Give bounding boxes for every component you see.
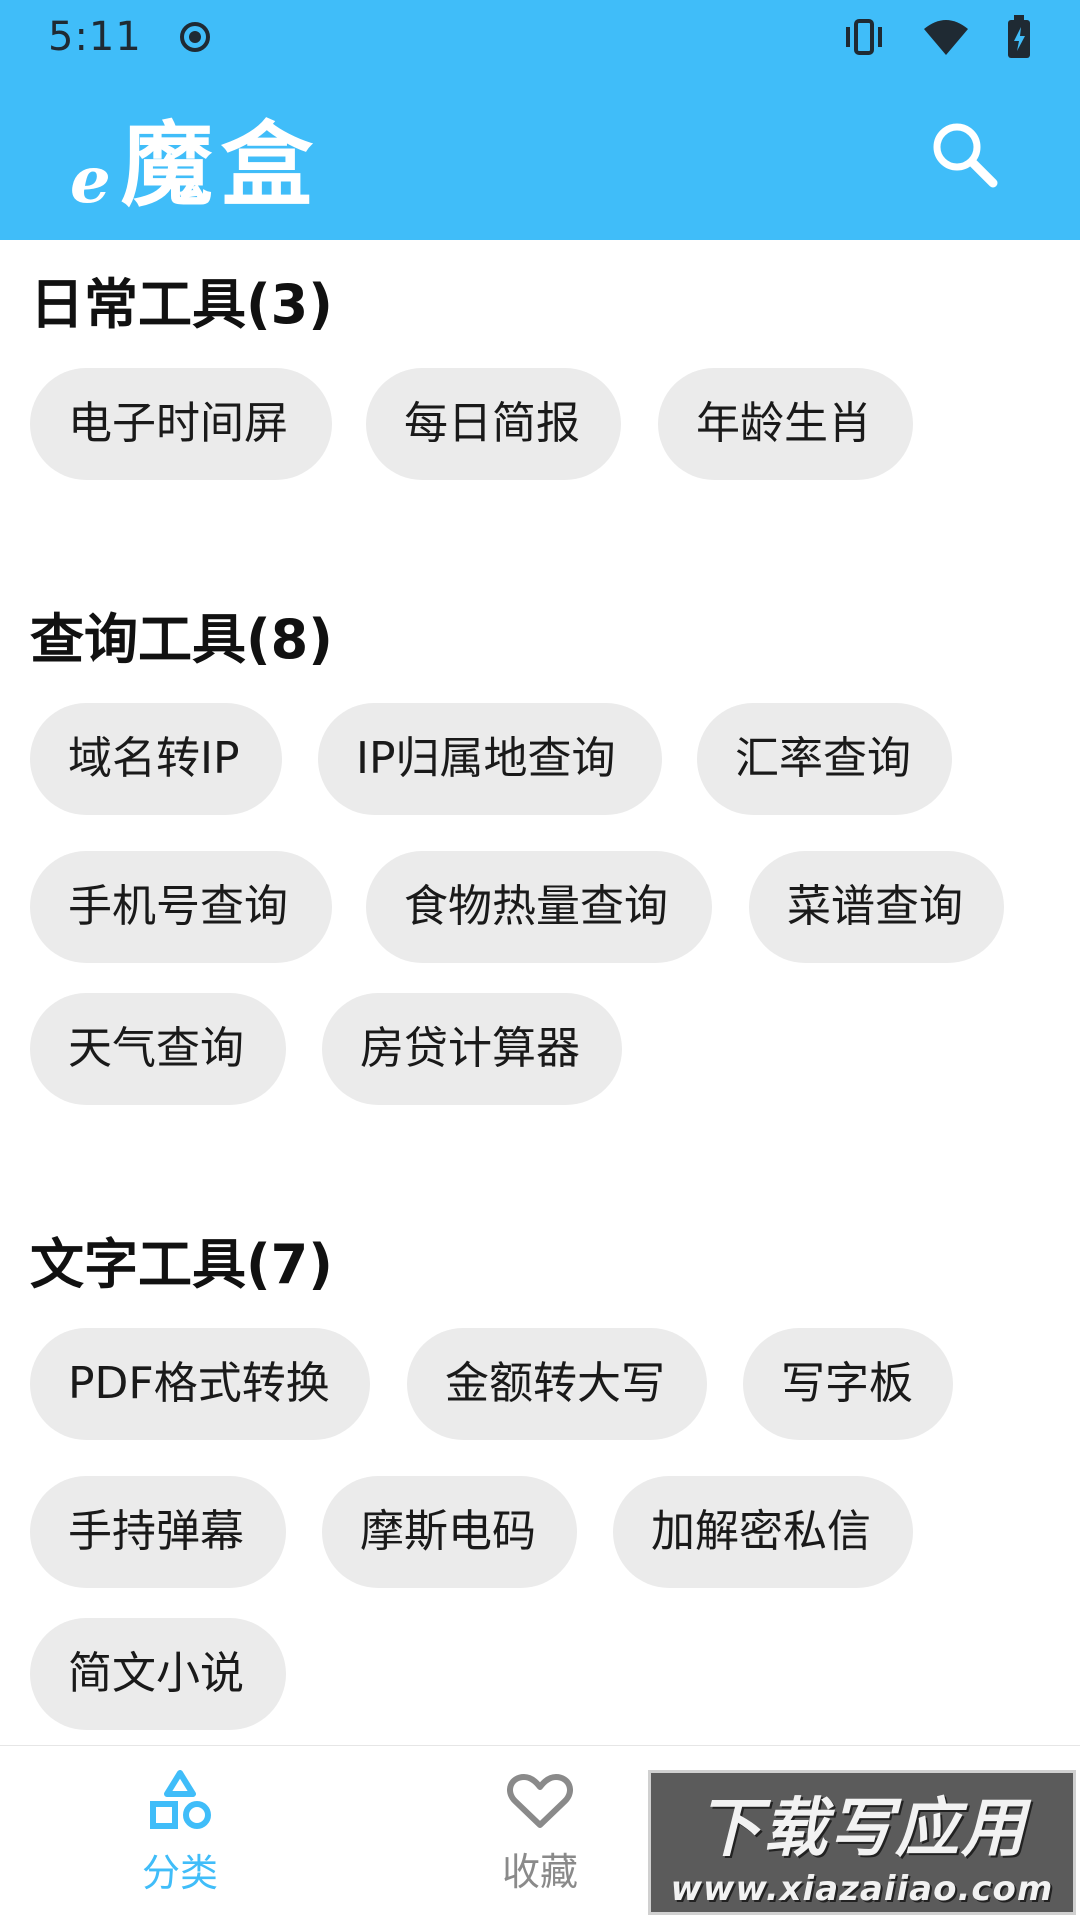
heart-icon <box>507 1771 573 1835</box>
search-icon <box>929 119 1001 195</box>
tool-chip[interactable]: 金额转大写 <box>407 1328 707 1440</box>
status-bar: 5:11 <box>0 0 1080 74</box>
nav-item-favorites[interactable]: 收藏 <box>410 1746 670 1921</box>
section-title: 日常工具(3) <box>30 273 333 336</box>
tool-chip[interactable]: 手机号查询 <box>30 851 332 963</box>
tool-chip[interactable]: 每日简报 <box>366 368 621 480</box>
section-daily-tools: 日常工具(3) 电子时间屏 每日简报 年龄生肖 <box>30 270 1050 480</box>
tool-chip[interactable]: 天气查询 <box>30 993 286 1105</box>
tool-chip[interactable]: 房贷计算器 <box>322 993 622 1105</box>
app-logo: e 魔盒 <box>70 91 321 224</box>
search-button[interactable] <box>920 112 1010 202</box>
tool-chip[interactable]: 年龄生肖 <box>658 368 913 480</box>
watermark-badge: 下载写应用 www.xiazaiiao.com <box>648 1770 1076 1915</box>
tool-chip[interactable]: 汇率查询 <box>697 703 952 815</box>
nav-item-category[interactable]: 分类 <box>50 1746 310 1921</box>
section-title: 文字工具(7) <box>30 1233 333 1296</box>
vibrate-icon <box>842 17 886 57</box>
nav-label: 收藏 <box>501 1850 578 1894</box>
logo-text: 魔盒 <box>120 110 321 219</box>
status-time: 5:11 <box>48 14 142 60</box>
watermark-url: www.xiazaiiao.com <box>670 1868 1054 1909</box>
section-title: 查询工具(8) <box>30 608 333 671</box>
logo-prefix: e <box>70 142 111 218</box>
tool-chip[interactable]: 写字板 <box>743 1328 953 1440</box>
tool-chip[interactable]: PDF格式转换 <box>30 1328 370 1440</box>
toolbar: e 魔盒 <box>0 74 1080 240</box>
tool-chip[interactable]: 菜谱查询 <box>749 851 1004 963</box>
section-text-tools: 文字工具(7) PDF格式转换 金额转大写 写字板 手持弹幕 摩斯电码 加解密私… <box>30 1230 1050 1730</box>
tool-chip[interactable]: 摩斯电码 <box>322 1476 577 1588</box>
tool-chip[interactable]: 加解密私信 <box>613 1476 913 1588</box>
wifi-icon <box>922 17 970 57</box>
shapes-icon <box>145 1770 215 1836</box>
nav-label: 分类 <box>141 1851 218 1895</box>
tool-chip[interactable]: IP归属地查询 <box>318 703 662 815</box>
tool-chip[interactable]: 电子时间屏 <box>30 368 332 480</box>
tool-chip[interactable]: 域名转IP <box>30 703 282 815</box>
tool-chip[interactable]: 食物热量查询 <box>366 851 712 963</box>
section-query-tools: 查询工具(8) 域名转IP IP归属地查询 汇率查询 手机号查询 食物热量查询 … <box>30 605 1050 1105</box>
tool-chip[interactable]: 手持弹幕 <box>30 1476 286 1588</box>
tool-list[interactable]: 日常工具(3) 电子时间屏 每日简报 年龄生肖 查询工具(8) 域名转IP IP… <box>0 240 1080 1745</box>
watermark-title: 下载写应用 <box>697 1791 1027 1866</box>
tool-chip[interactable]: 简文小说 <box>30 1618 286 1730</box>
sync-circle-icon <box>178 20 212 54</box>
battery-charging-icon <box>1006 15 1032 59</box>
app-header: 5:11 e 魔盒 <box>0 0 1080 240</box>
